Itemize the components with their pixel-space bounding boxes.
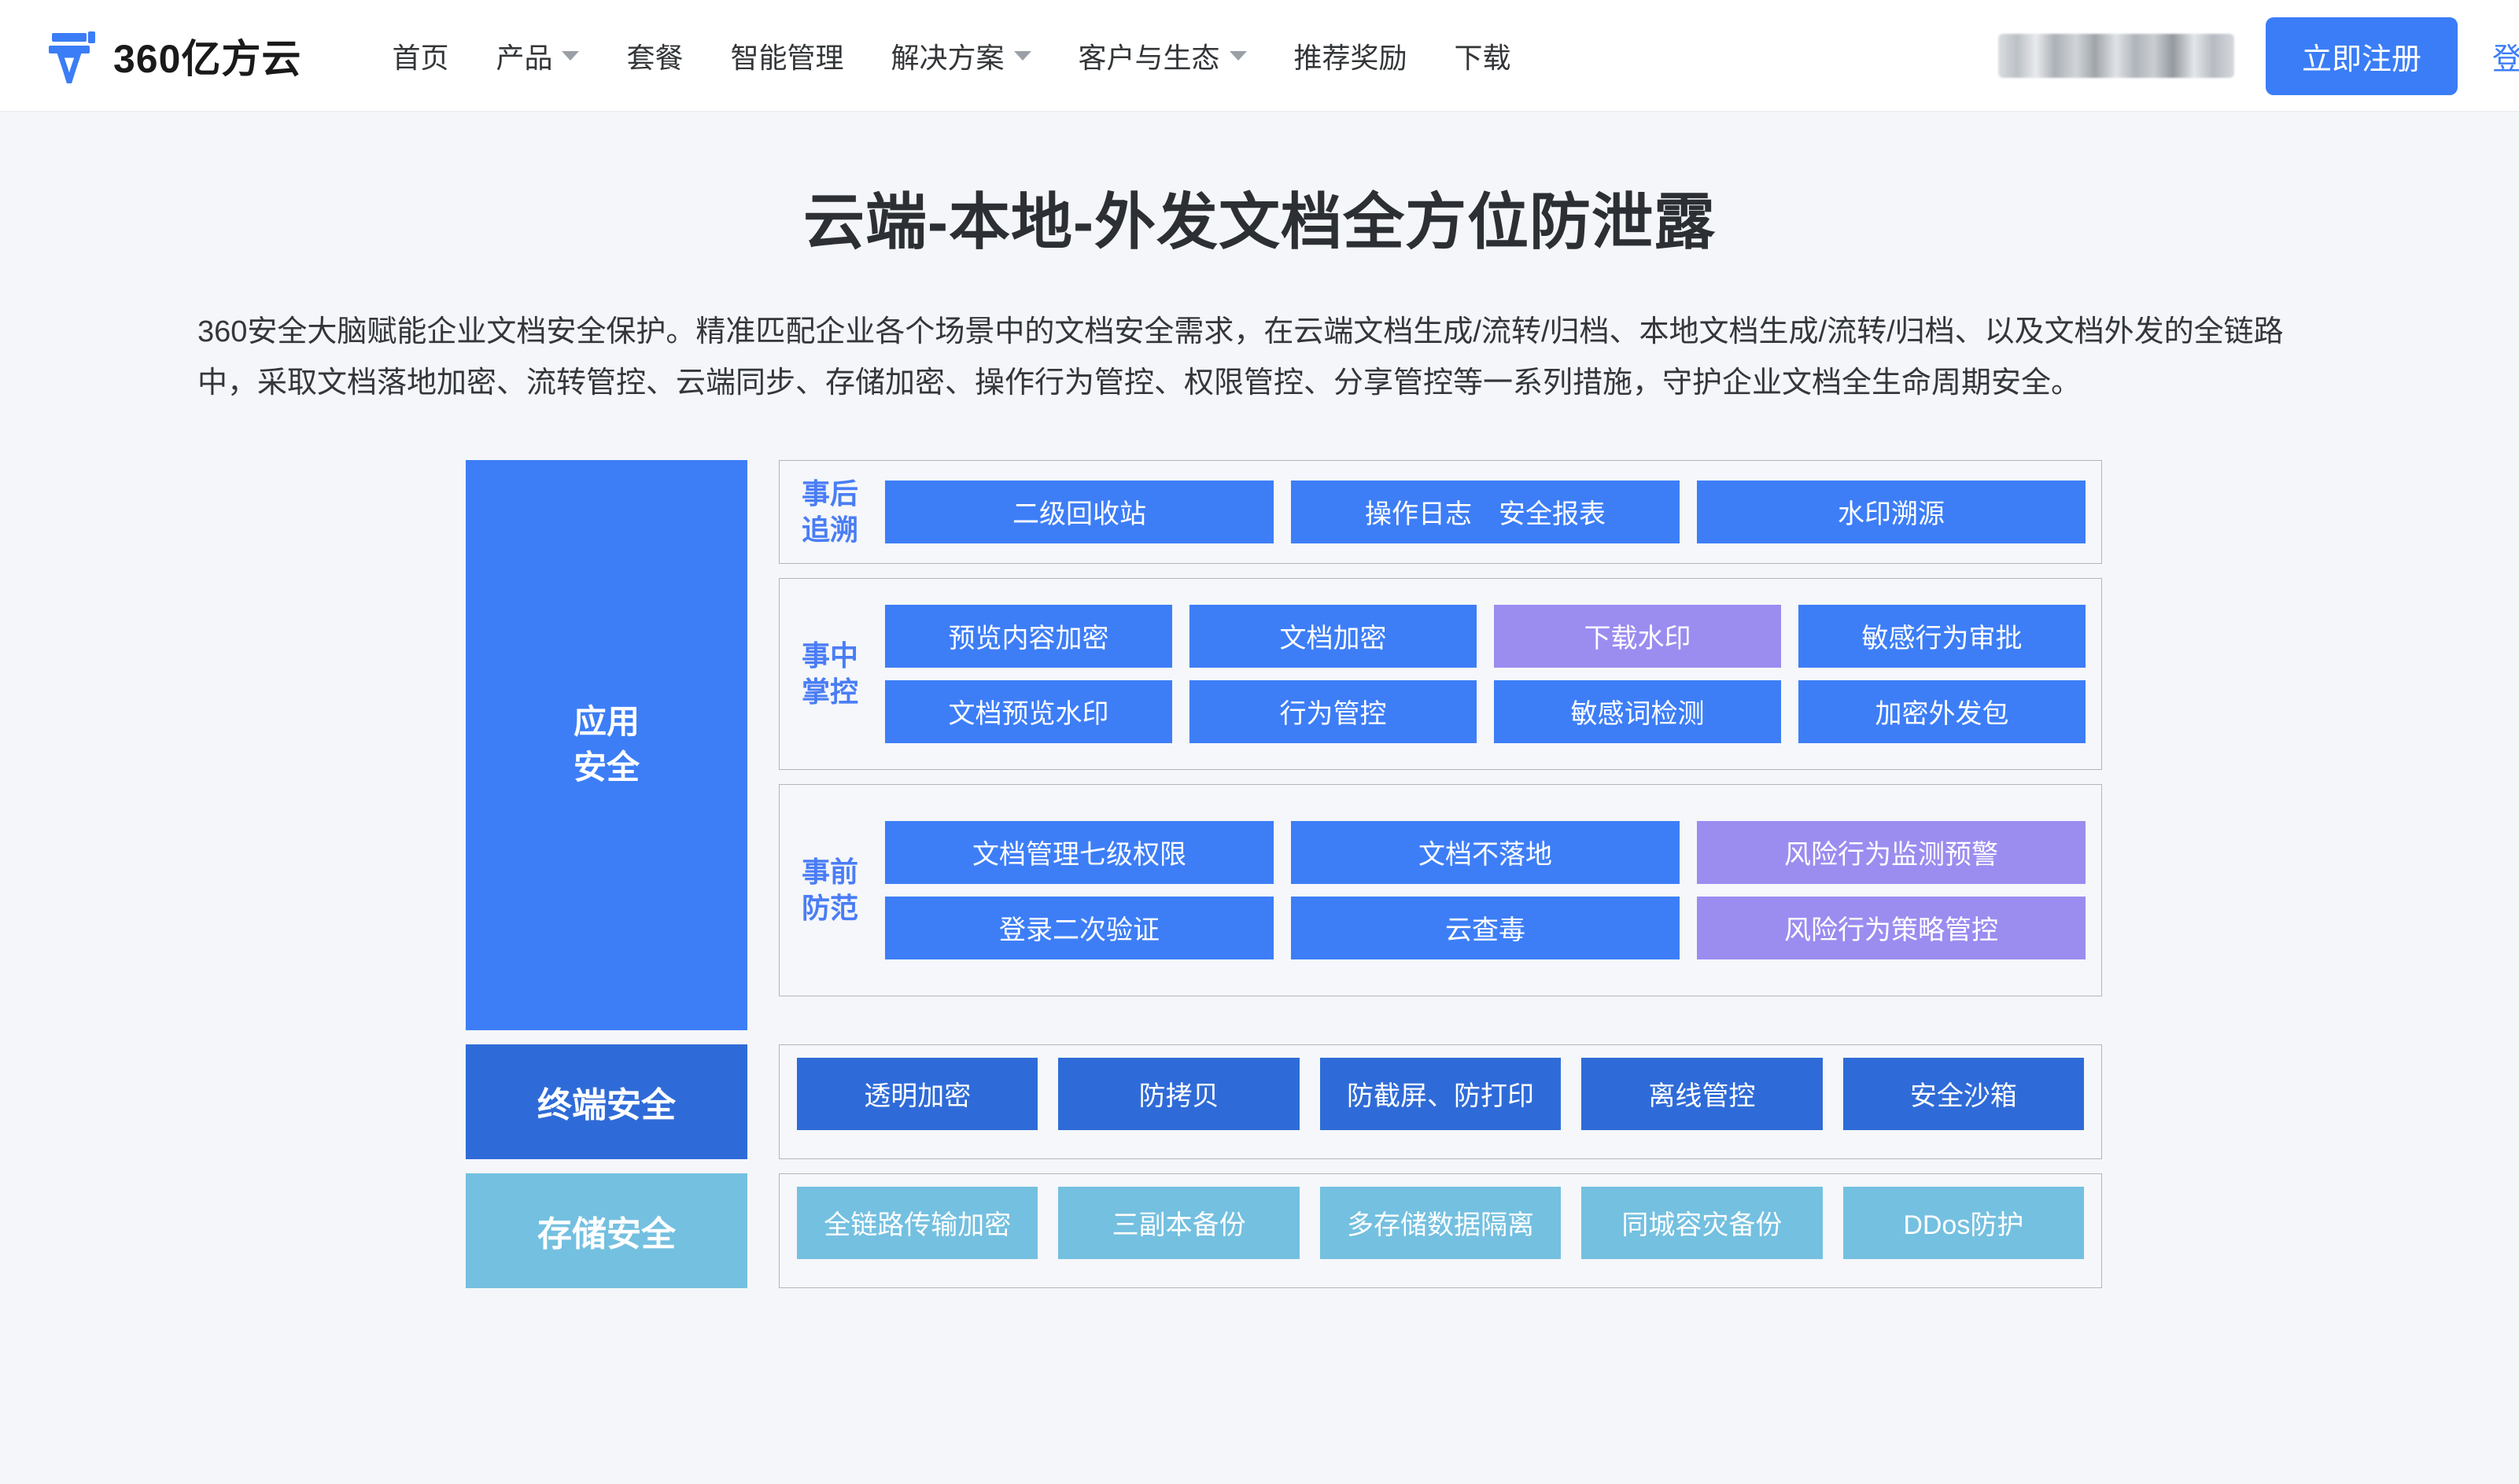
register-button[interactable]: 立即注册 [2265, 17, 2458, 95]
feature-cell[interactable]: 操作日志 安全报表 [1291, 480, 1680, 543]
nav-item-solutions[interactable]: 解决方案 [891, 35, 1031, 76]
band-label-application-security: 应用 安全 [466, 459, 747, 1030]
chevron-down-icon [562, 50, 580, 61]
diagram-group: 事后 追溯二级回收站操作日志 安全报表水印溯源 [779, 459, 2102, 564]
grid-row: 文档预览水印行为管控敏感词检测加密外发包 [885, 679, 2086, 743]
feature-cell[interactable]: 透明加密 [797, 1057, 1038, 1130]
logo[interactable]: 360亿方云 [47, 28, 301, 84]
nav-item-smart-management[interactable]: 智能管理 [730, 35, 843, 76]
feature-cell[interactable]: 风险行为监测预警 [1697, 820, 2086, 884]
login-link[interactable]: 登录 [2491, 42, 2519, 76]
nav-label: 产品 [496, 41, 553, 74]
feature-cell[interactable]: 文档预览水印 [885, 679, 1172, 743]
logo-text: 360亿方云 [113, 36, 302, 81]
hero-section: 云端-本地-外发文档全方位防泄露 360安全大脑赋能企业文档安全保护。精准匹配企… [0, 112, 2519, 410]
band-content: 透明加密防拷贝防截屏、防打印离线管控安全沙箱 [779, 1044, 2102, 1159]
feature-cell[interactable]: 同城容灾备份 [1581, 1186, 1823, 1259]
diagram-group: 事前 防范文档管理七级权限文档不落地风险行为监测预警登录二次验证云查毒风险行为策… [779, 783, 2102, 996]
feature-cell[interactable]: 文档加密 [1189, 604, 1477, 668]
main-nav: 首页 产品 套餐 智能管理 解决方案 客户与生态 推荐奖励 下载 [392, 35, 1510, 76]
feature-cell[interactable]: 敏感行为审批 [1798, 604, 2086, 668]
feature-cell[interactable]: 行为管控 [1189, 679, 1477, 743]
feature-cell[interactable]: 文档管理七级权限 [885, 820, 1274, 884]
diagram-group: 事中 掌控预览内容加密文档加密下载水印敏感行为审批文档预览水印行为管控敏感词检测… [779, 577, 2102, 770]
nav-label: 下载 [1454, 41, 1511, 74]
feature-cell[interactable]: 文档不落地 [1291, 820, 1680, 884]
feature-cell[interactable]: 预览内容加密 [885, 604, 1172, 668]
nav-label: 客户与生态 [1078, 41, 1220, 74]
feature-cell[interactable]: 敏感词检测 [1494, 679, 1781, 743]
diagram-band-terminal-security: 终端安全透明加密防拷贝防截屏、防打印离线管控安全沙箱 [466, 1044, 2102, 1159]
nav-label: 套餐 [626, 41, 684, 74]
redacted-user-info [1997, 34, 2234, 78]
nav-item-referral-rewards[interactable]: 推荐奖励 [1294, 35, 1407, 76]
group-label: 事中 掌控 [802, 639, 859, 708]
diagram-group: 透明加密防拷贝防截屏、防打印离线管控安全沙箱 [779, 1044, 2102, 1159]
nav-label: 解决方案 [891, 41, 1005, 74]
feature-cell[interactable]: 离线管控 [1581, 1057, 1823, 1130]
feature-cell[interactable]: 防拷贝 [1058, 1057, 1300, 1130]
feature-cell[interactable]: 下载水印 [1494, 604, 1781, 668]
feature-cell[interactable]: 安全沙箱 [1842, 1057, 2085, 1130]
nav-item-home[interactable]: 首页 [392, 35, 448, 76]
nav-item-products[interactable]: 产品 [496, 35, 580, 76]
feature-cell[interactable]: DDos防护 [1842, 1186, 2085, 1259]
group-label: 事后 追溯 [802, 477, 859, 546]
grid-row: 预览内容加密文档加密下载水印敏感行为审批 [885, 604, 2086, 668]
nav-label: 推荐奖励 [1293, 41, 1407, 74]
nav-item-download[interactable]: 下载 [1455, 35, 1511, 76]
feature-cell[interactable]: 水印溯源 [1697, 480, 2086, 543]
group-label: 事前 防范 [802, 855, 859, 924]
band-content: 全链路传输加密三副本备份多存储数据隔离同城容灾备份 DDos防护 [779, 1173, 2102, 1288]
grid-row: 二级回收站操作日志 安全报表水印溯源 [885, 480, 2086, 543]
group-grid: 文档管理七级权限文档不落地风险行为监测预警登录二次验证云查毒风险行为策略管控 [885, 820, 2086, 959]
360-yifangyun-logo-icon [49, 31, 95, 83]
feature-cell[interactable]: 风险行为策略管控 [1697, 896, 2086, 959]
grid-row: 登录二次验证云查毒风险行为策略管控 [885, 896, 2086, 959]
chevron-down-icon [1013, 50, 1031, 61]
grid-row: 透明加密防拷贝防截屏、防打印离线管控安全沙箱 [797, 1057, 2085, 1130]
diagram-band-application-security: 应用 安全事后 追溯二级回收站操作日志 安全报表水印溯源事中 掌控预览内容加密文… [466, 459, 2102, 1030]
feature-cell[interactable]: 二级回收站 [885, 480, 1274, 543]
band-label-storage-security: 存储安全 [466, 1173, 747, 1288]
grid-row: 文档管理七级权限文档不落地风险行为监测预警 [885, 820, 2086, 884]
feature-cell[interactable]: 全链路传输加密 [797, 1186, 1038, 1259]
chevron-down-icon [1229, 50, 1247, 61]
nav-label: 智能管理 [730, 41, 844, 74]
group-grid: 预览内容加密文档加密下载水印敏感行为审批文档预览水印行为管控敏感词检测加密外发包 [885, 604, 2086, 743]
grid-row: 全链路传输加密三副本备份多存储数据隔离同城容灾备份 DDos防护 [797, 1186, 2085, 1259]
nav-label: 首页 [392, 41, 449, 74]
band-label-terminal-security: 终端安全 [466, 1044, 747, 1159]
nav-item-customers-ecosystem[interactable]: 客户与生态 [1079, 35, 1247, 76]
security-architecture-diagram: 应用 安全事后 追溯二级回收站操作日志 安全报表水印溯源事中 掌控预览内容加密文… [466, 459, 2102, 1288]
page-title: 云端-本地-外发文档全方位防泄露 [803, 187, 1716, 256]
band-content: 事后 追溯二级回收站操作日志 安全报表水印溯源事中 掌控预览内容加密文档加密下载… [779, 459, 2102, 1030]
feature-cell[interactable]: 云查毒 [1291, 896, 1680, 959]
site-header: 360亿方云 首页 产品 套餐 智能管理 解决方案 客户与生态 推荐奖励 下载 [0, 0, 2519, 112]
diagram-band-storage-security: 存储安全全链路传输加密三副本备份多存储数据隔离同城容灾备份 DDos防护 [466, 1173, 2102, 1288]
feature-cell[interactable]: 三副本备份 [1058, 1186, 1300, 1259]
feature-cell[interactable]: 多存储数据隔离 [1319, 1186, 1562, 1259]
group-grid: 二级回收站操作日志 安全报表水印溯源 [885, 480, 2086, 543]
header-actions: 立即注册 登录 [1997, 0, 2519, 112]
feature-cell[interactable]: 登录二次验证 [885, 896, 1274, 959]
nav-item-packages[interactable]: 套餐 [626, 35, 683, 76]
diagram-group: 全链路传输加密三副本备份多存储数据隔离同城容灾备份 DDos防护 [779, 1173, 2102, 1288]
feature-cell[interactable]: 加密外发包 [1798, 679, 2086, 743]
feature-cell[interactable]: 防截屏、防打印 [1319, 1057, 1562, 1130]
hero-description: 360安全大脑赋能企业文档安全保护。精准匹配企业各个场景中的文档安全需求，在云端… [197, 315, 2284, 400]
